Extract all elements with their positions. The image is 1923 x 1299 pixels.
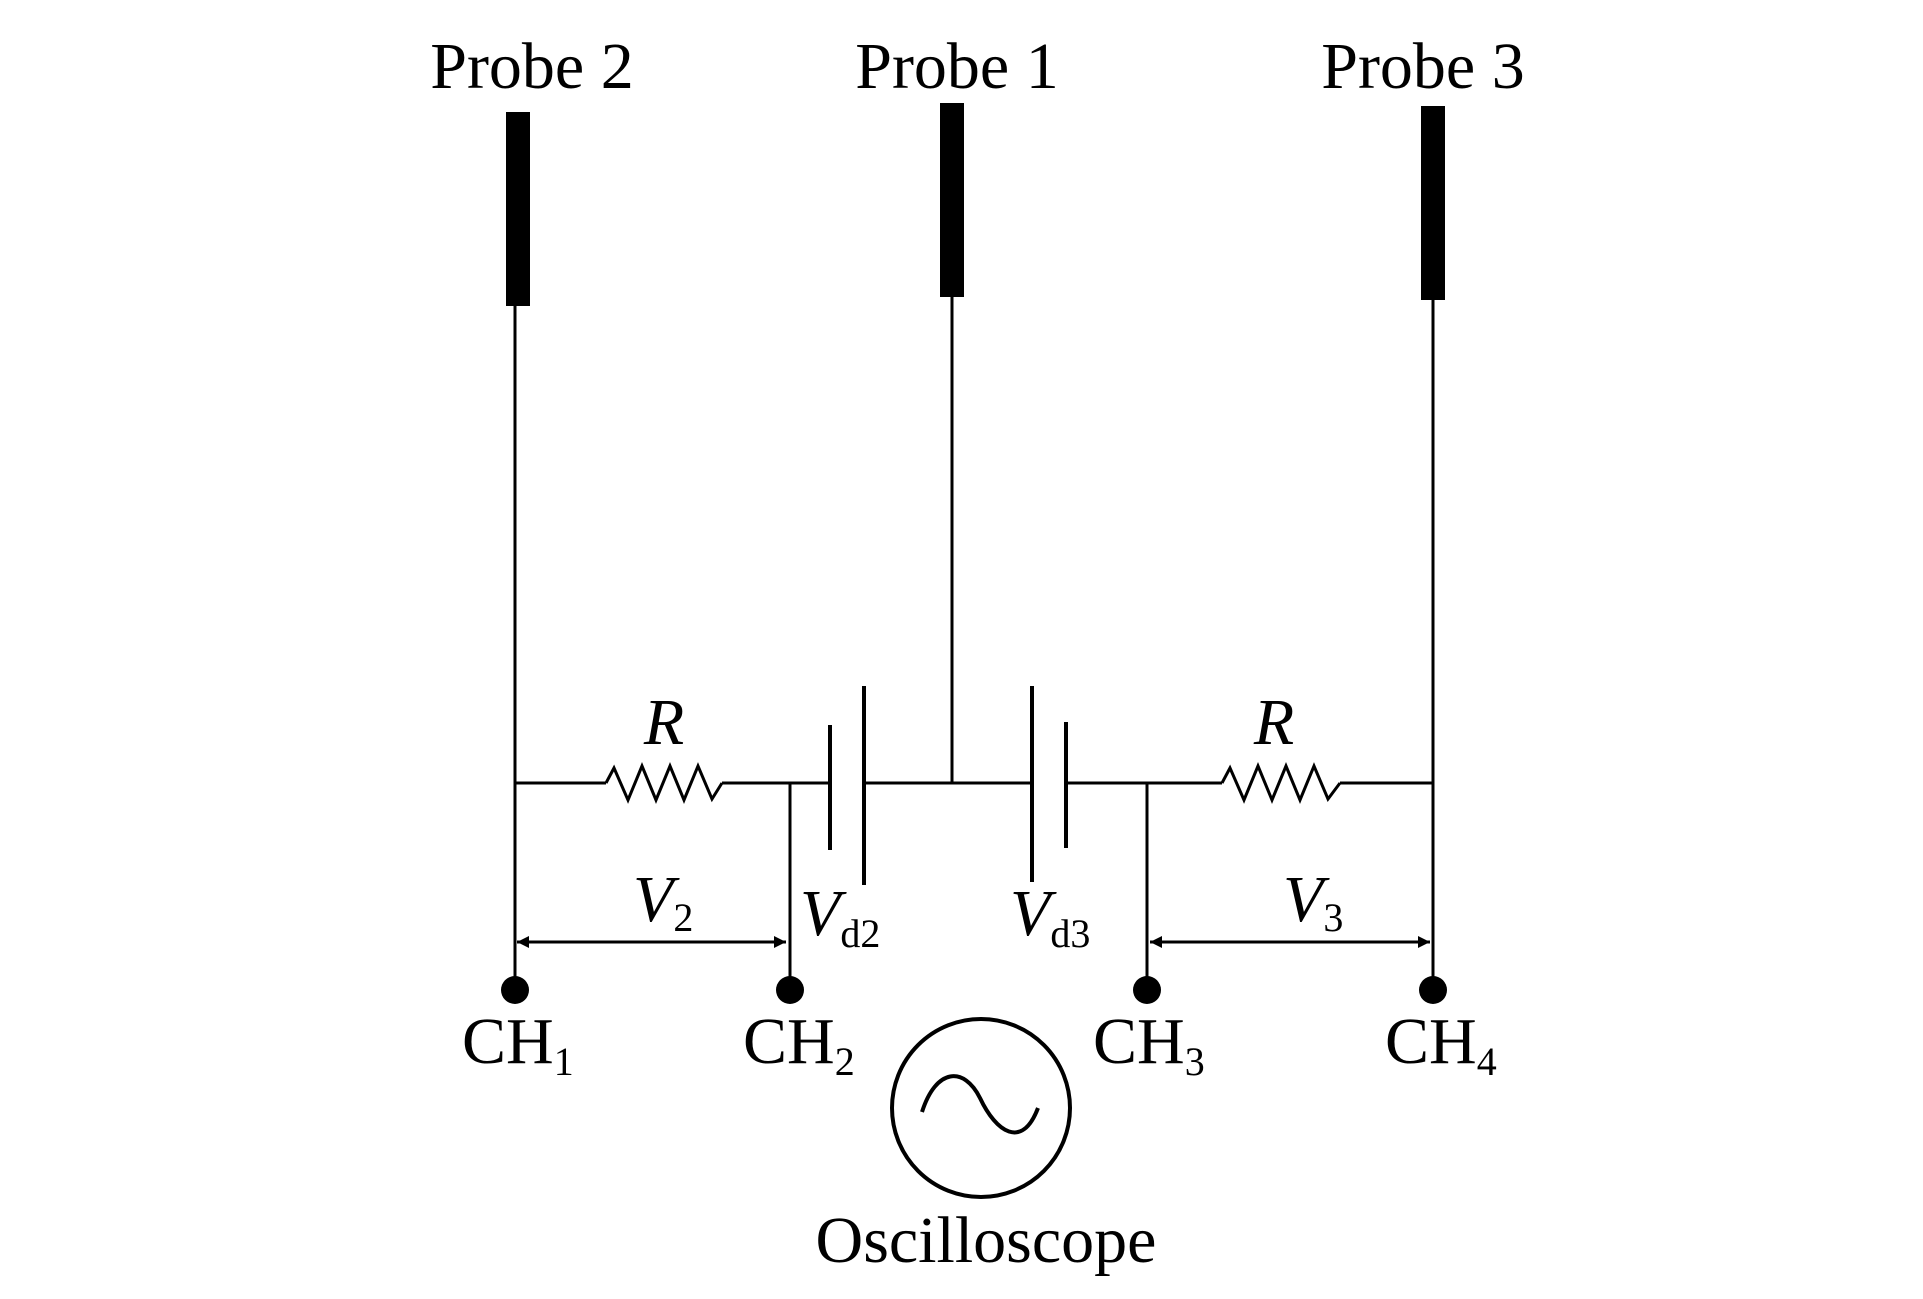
ch4-label: CH4 <box>1385 1005 1497 1084</box>
ch3-label: CH3 <box>1093 1005 1205 1084</box>
probe-2-tip <box>506 112 530 306</box>
v2-label: V2 <box>633 863 693 940</box>
ch1-label: CH1 <box>462 1005 574 1084</box>
resistor-right <box>1220 762 1342 804</box>
ch4-terminal[interactable] <box>1419 976 1447 1004</box>
resistor-right-label: R <box>1253 686 1294 759</box>
vd2-label: Vd2 <box>800 877 880 956</box>
resistor-left <box>604 762 724 804</box>
probe-3-label: Probe 3 <box>1321 30 1524 103</box>
ch2-terminal[interactable] <box>776 976 804 1004</box>
ch1-terminal[interactable] <box>501 976 529 1004</box>
oscilloscope <box>890 1017 1072 1199</box>
sine-wave-icon <box>920 1074 1040 1135</box>
oscilloscope-label: Oscilloscope <box>816 1204 1157 1277</box>
vd3-label: Vd3 <box>1010 877 1090 956</box>
resistor-left-label: R <box>643 686 684 759</box>
ch3-terminal[interactable] <box>1133 976 1161 1004</box>
probe-2-label: Probe 2 <box>430 30 633 103</box>
probe-1-label: Probe 1 <box>855 30 1058 103</box>
probe-1-tip <box>940 103 964 297</box>
oscilloscope-circle <box>890 1017 1072 1199</box>
probe-3-tip <box>1421 106 1445 300</box>
v3-label: V3 <box>1283 863 1343 940</box>
ch2-label: CH2 <box>743 1005 855 1084</box>
